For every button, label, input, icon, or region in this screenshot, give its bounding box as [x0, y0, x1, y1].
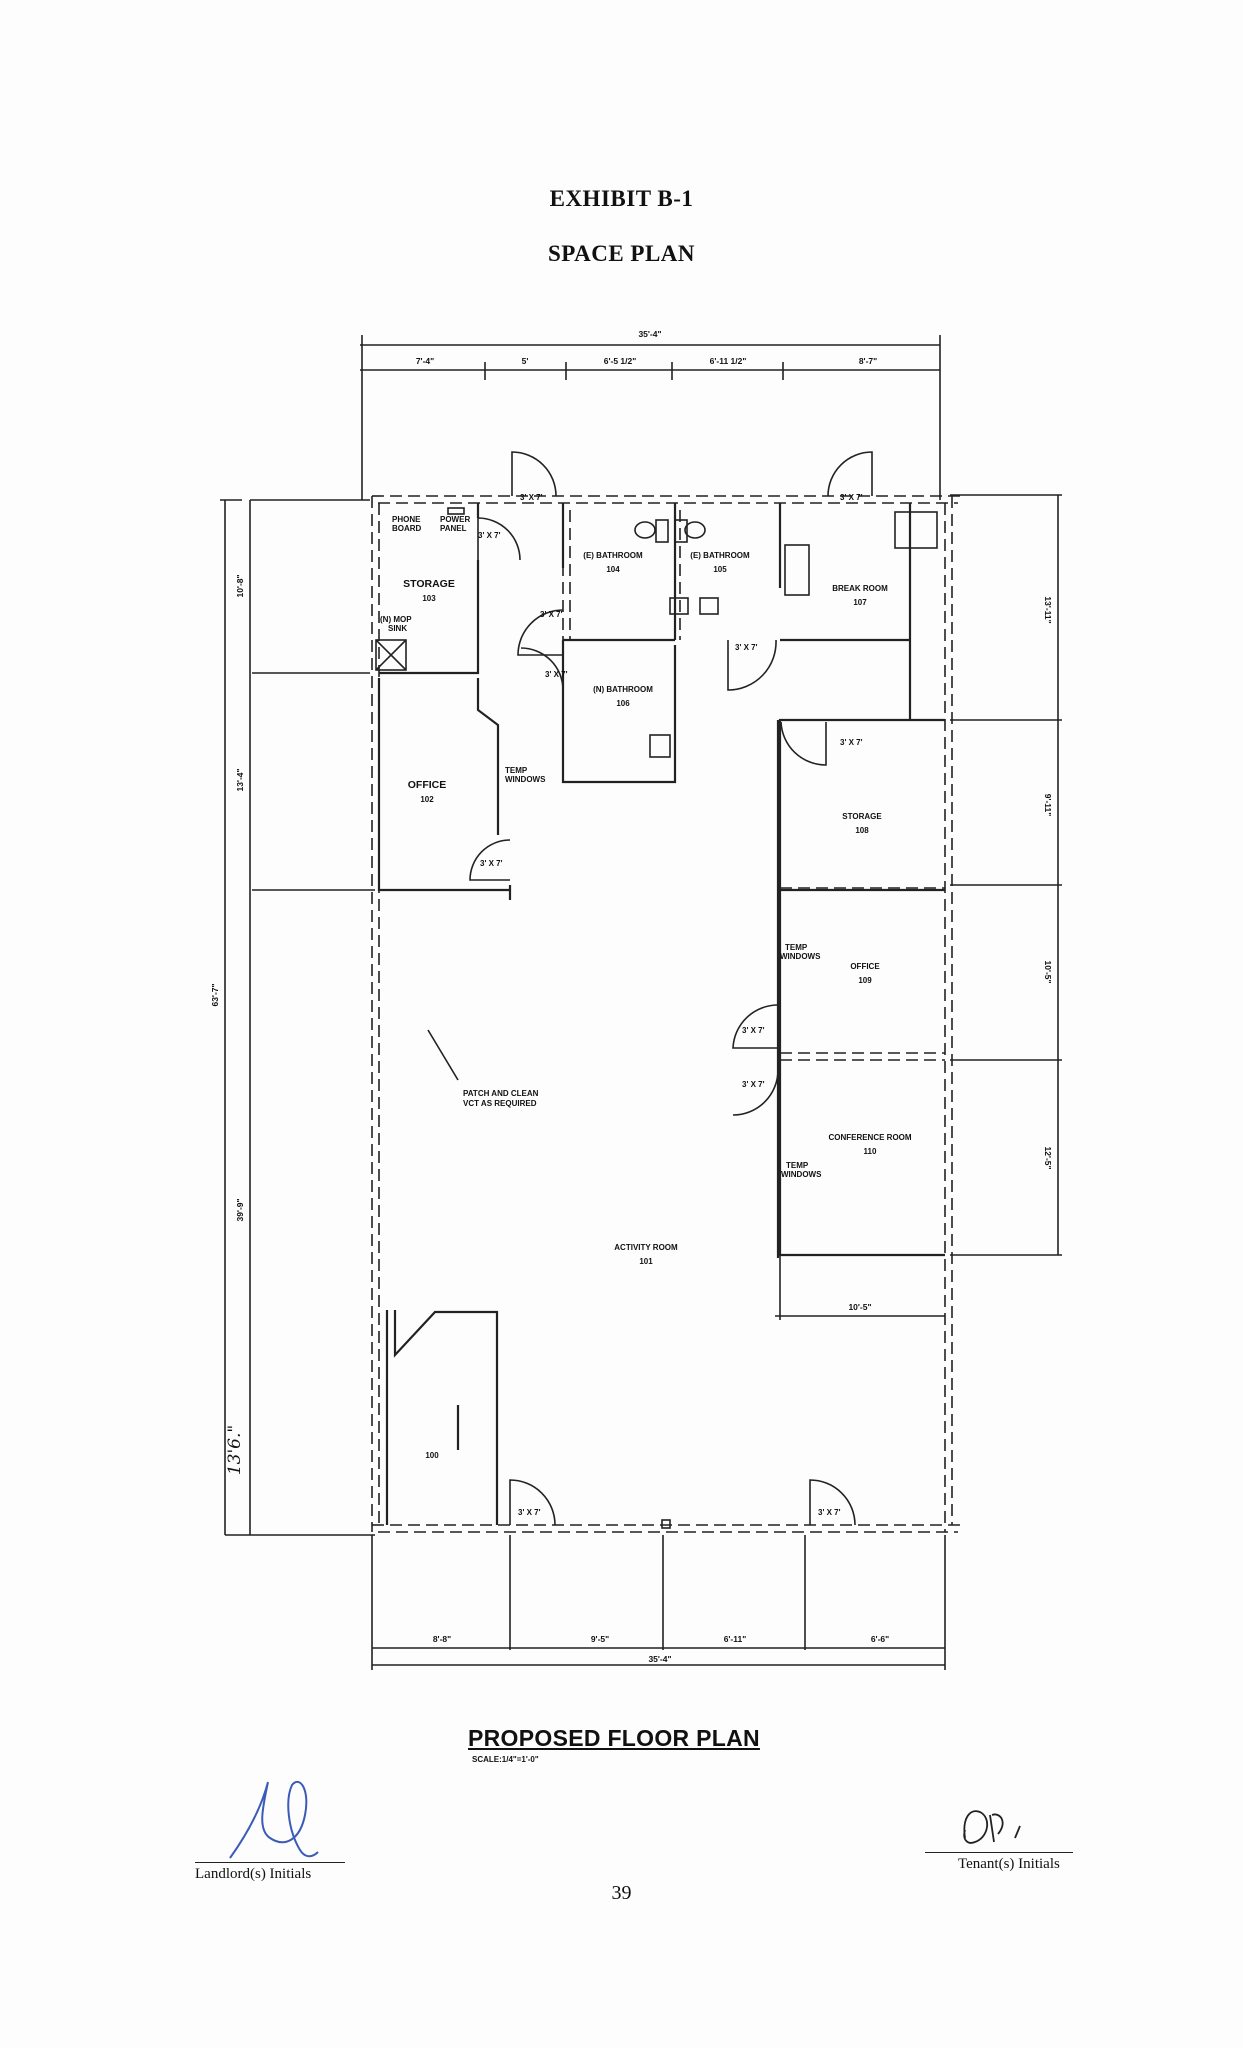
- note-patch: PATCH AND CLEAN: [463, 1089, 539, 1098]
- exhibit-subtitle: SPACE PLAN: [547, 241, 696, 266]
- dim-left-2: 13'-4": [235, 768, 245, 791]
- door-label: 3' X 7': [818, 1508, 841, 1517]
- dim-top-5: 8'-7": [859, 356, 877, 366]
- room-number: 108: [855, 826, 869, 835]
- door-label: 3' X 7': [520, 493, 543, 502]
- dim-right-2: 9'-11": [1043, 794, 1053, 817]
- room-number: 100: [425, 1451, 439, 1460]
- note-power-panel: PANEL: [440, 524, 467, 533]
- room-number: 107: [853, 598, 867, 607]
- door-label: 3' X 7': [518, 1508, 541, 1517]
- note-temp-windows: WINDOWS: [780, 952, 821, 961]
- dim-bottom-overall: 35'-4": [648, 1654, 671, 1664]
- tenant-initials-label: Tenant(s) Initials: [958, 1856, 1060, 1872]
- room-name: STORAGE: [403, 578, 455, 590]
- dim-left-1: 10'-8": [235, 574, 245, 597]
- room-number: 105: [713, 565, 727, 574]
- dim-left-3: 39'-9": [235, 1198, 245, 1221]
- room-number: 104: [606, 565, 620, 574]
- door-label: 3' X 7': [840, 738, 863, 747]
- note-temp-windows: WINDOWS: [505, 775, 546, 784]
- note-power-panel: POWER: [440, 515, 470, 524]
- room-name: (N) BATHROOM: [593, 685, 653, 694]
- note-temp-windows: TEMP: [785, 943, 808, 952]
- tenant-signature: [963, 1810, 1021, 1844]
- room-number: 101: [639, 1257, 653, 1266]
- door-label: 3' X 7': [742, 1080, 765, 1089]
- room-number: 103: [422, 594, 436, 603]
- dim-left-handwritten: 13'6.": [225, 1425, 245, 1475]
- dim-top-2: 5': [522, 356, 529, 366]
- room-number: 109: [858, 976, 872, 985]
- note-temp-windows: TEMP: [505, 766, 528, 775]
- door-label: 3' X 7': [478, 531, 501, 540]
- door-label: 3' X 7': [840, 493, 863, 502]
- room-number: 106: [616, 699, 630, 708]
- dim-conference-width: 10'-5": [848, 1302, 871, 1312]
- landlord-signature: [229, 1780, 319, 1859]
- dim-bottom-3: 6'-11": [724, 1634, 747, 1644]
- door-label: 3' X 7': [735, 643, 758, 652]
- dim-left-overall: 63'-7": [210, 983, 220, 1006]
- room-name: OFFICE: [408, 779, 447, 791]
- dim-right-4: 12'-5": [1043, 1146, 1053, 1169]
- note-phone-board: BOARD: [392, 524, 422, 533]
- tenant-initials-line: [925, 1852, 1073, 1853]
- note-mop-sink: (N) MOP: [380, 615, 412, 624]
- landlord-initials-label: Landlord(s) Initials: [195, 1866, 312, 1882]
- note-temp-windows: TEMP: [786, 1161, 809, 1170]
- room-name: ACTIVITY ROOM: [614, 1243, 678, 1252]
- room-name: STORAGE: [842, 812, 882, 821]
- dim-right-1: 13'-11": [1043, 596, 1053, 623]
- dim-top-3: 6'-5 1/2": [604, 356, 637, 366]
- dim-top-4: 6'-11 1/2": [710, 356, 747, 366]
- room-number: 102: [420, 795, 434, 804]
- note-temp-windows: WINDOWS: [781, 1170, 822, 1179]
- room-name: OFFICE: [850, 962, 880, 971]
- dim-bottom-2: 9'-5": [591, 1634, 609, 1644]
- room-name: BREAK ROOM: [832, 584, 888, 593]
- note-phone-board: PHONE: [392, 515, 421, 524]
- page-number: 39: [611, 1882, 632, 1904]
- dim-top-1: 7'-4": [416, 356, 434, 366]
- dim-bottom-4: 6'-6": [871, 1634, 889, 1644]
- note-mop-sink: SINK: [388, 624, 407, 633]
- door-label: 3' X 7': [540, 610, 563, 619]
- exhibit-title: EXHIBIT B-1: [549, 186, 694, 211]
- room-name: (E) BATHROOM: [583, 551, 643, 560]
- room-name: (E) BATHROOM: [690, 551, 750, 560]
- dim-bottom-1: 8'-8": [433, 1634, 451, 1644]
- dim-right-3: 10'-5": [1043, 960, 1053, 983]
- room-number: 110: [864, 1147, 877, 1156]
- plan-title: PROPOSED FLOOR PLAN: [468, 1725, 760, 1751]
- door-label: 3' X 7': [545, 670, 568, 679]
- room-name: CONFERENCE ROOM: [828, 1133, 911, 1142]
- door-label: 3' X 7': [480, 859, 503, 868]
- landlord-initials-line: [195, 1862, 345, 1863]
- door-label: 3' X 7': [742, 1026, 765, 1035]
- plan-scale: SCALE:1/4"=1'-0": [472, 1755, 539, 1764]
- dim-top-overall: 35'-4": [638, 329, 661, 339]
- note-patch: VCT AS REQUIRED: [463, 1099, 537, 1108]
